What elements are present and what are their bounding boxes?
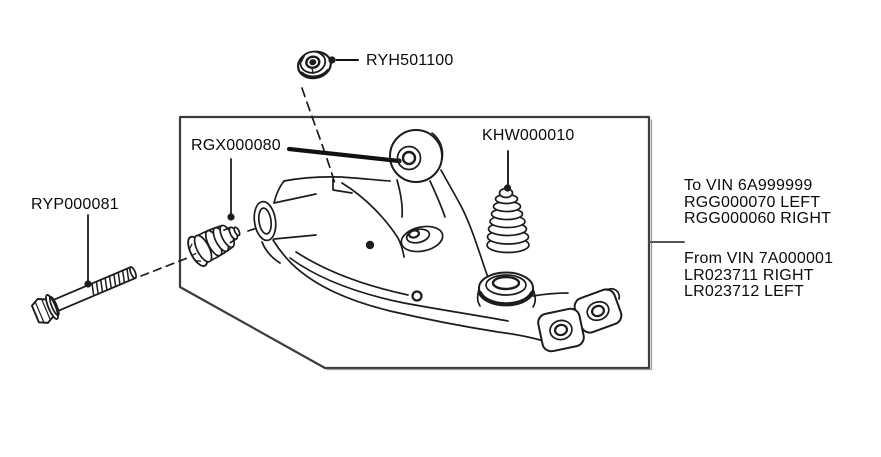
boot-leader-line bbox=[503, 150, 512, 192]
control-arm-part bbox=[253, 129, 623, 353]
nut-leader-line bbox=[328, 56, 359, 64]
diagram-frame bbox=[178, 115, 653, 371]
vin-note-line: From VIN 7A000001 bbox=[684, 250, 834, 267]
dust-boot-part bbox=[486, 187, 530, 254]
bushing-leader-lines bbox=[227, 146, 402, 221]
flange-nut-part bbox=[296, 50, 332, 80]
part-label-bolt: RYP000081 bbox=[31, 196, 119, 213]
part-label-boot: KHW000010 bbox=[482, 127, 575, 144]
nut-axis-dashed-line bbox=[301, 87, 336, 185]
vin-note-line: RGG000060 RIGHT bbox=[684, 210, 832, 227]
vin-note-line: RGG000070 LEFT bbox=[684, 193, 821, 211]
vin-note-line: To VIN 6A999999 bbox=[684, 177, 813, 194]
vin-note-line: LR023712 LEFT bbox=[684, 283, 805, 300]
bushing-part bbox=[187, 224, 241, 267]
leader-lines bbox=[84, 56, 512, 288]
part-label-nut: RYH501100 bbox=[366, 52, 454, 69]
vin-note-from-group: From VIN 7A000001 LR023711 RIGHT LR02371… bbox=[684, 250, 834, 301]
bolt-part bbox=[30, 266, 137, 324]
bolt-leader-line bbox=[84, 214, 92, 288]
linework bbox=[30, 50, 623, 353]
vin-note-to-group: To VIN 6A999999 RGG000070 LEFT RGG000060… bbox=[684, 177, 832, 228]
vin-note-line: LR023711 RIGHT bbox=[684, 266, 814, 284]
part-label-bushing: RGX000080 bbox=[191, 137, 281, 154]
